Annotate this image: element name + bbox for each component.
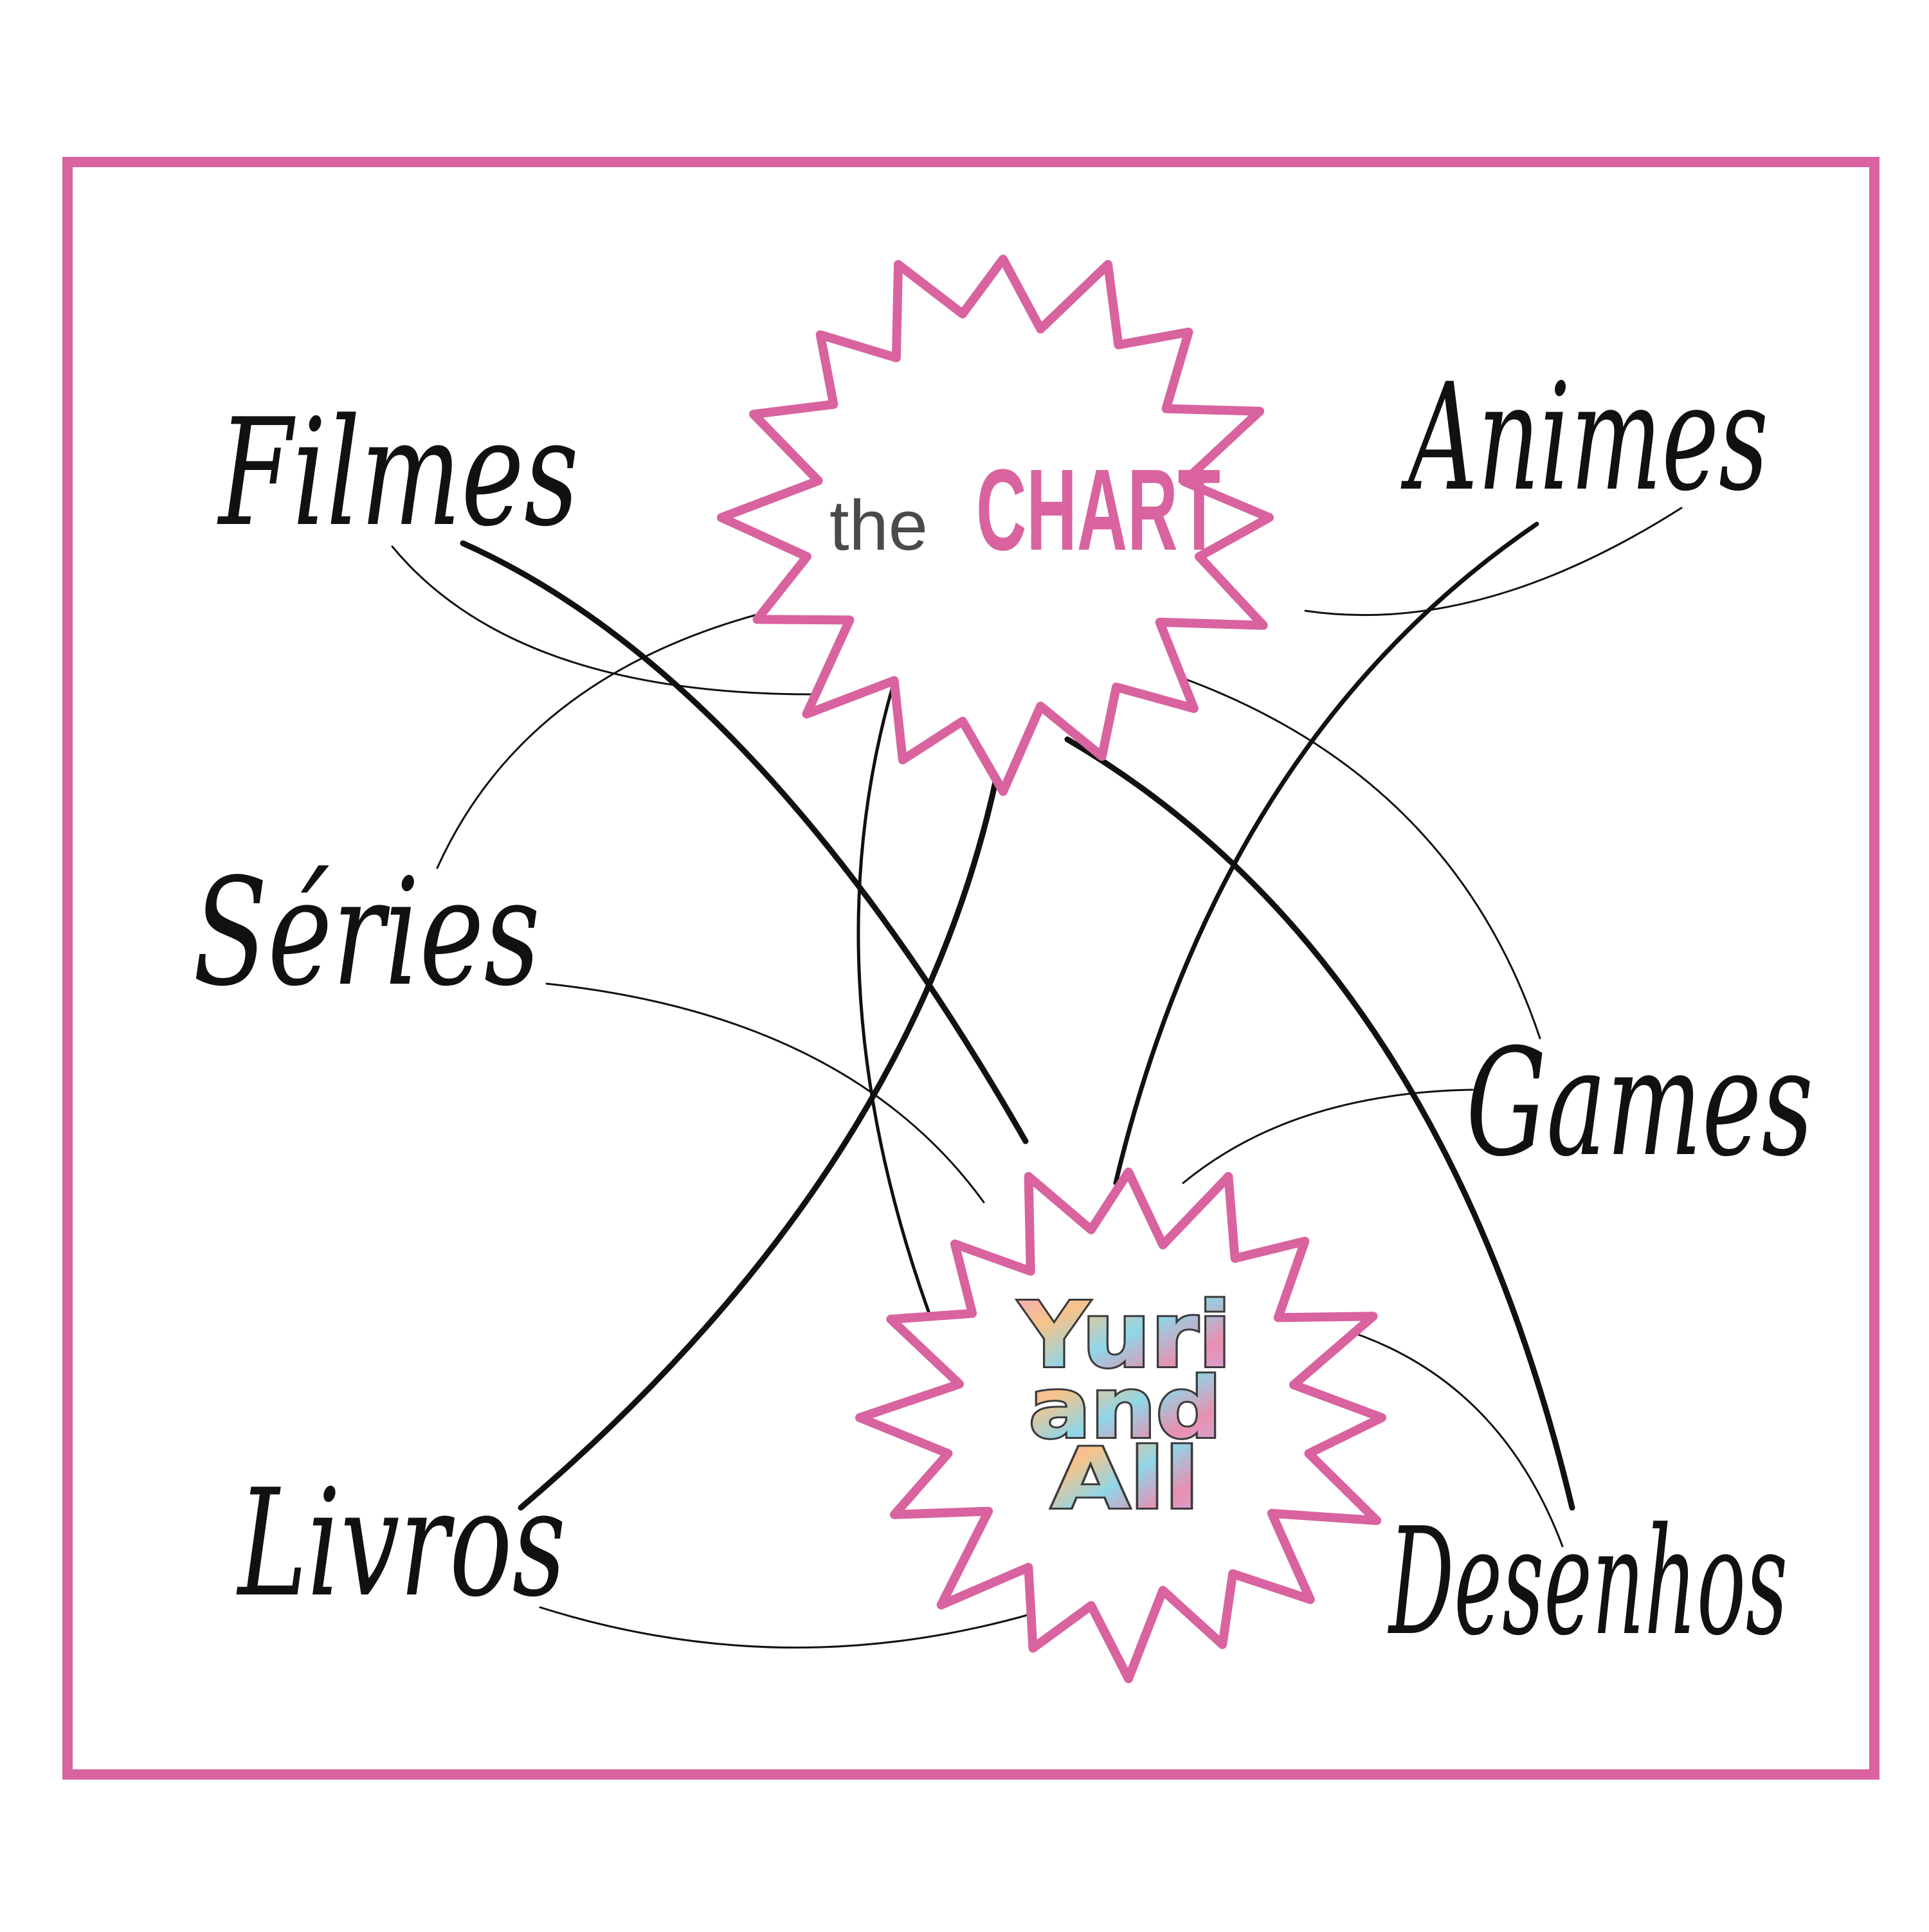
connector-series-yuri bbox=[545, 982, 985, 1204]
yuri-and-all-logo: Yuri and All bbox=[1016, 1281, 1233, 1530]
connector-chart-yuri-left bbox=[856, 670, 937, 1333]
chart-hub: the CHART bbox=[717, 255, 1274, 796]
chart-hub-title: CHART bbox=[976, 446, 1220, 575]
node-filmes: Filmes bbox=[217, 388, 579, 559]
connector-series-chart bbox=[436, 606, 786, 869]
connector-filmes-chart bbox=[391, 545, 815, 696]
node-livros: Livros bbox=[236, 1458, 566, 1630]
outer-frame bbox=[62, 157, 1879, 1780]
connector-animes-yuri bbox=[1113, 521, 1539, 1186]
connector-desenhos-yuri bbox=[1336, 1326, 1564, 1548]
logo-line-1: Yuri bbox=[1018, 1283, 1231, 1388]
connector-filmes-yuri bbox=[460, 540, 1029, 1144]
connectors bbox=[391, 507, 1683, 1649]
logo-line-3: All bbox=[1051, 1430, 1199, 1528]
connector-chart-games bbox=[1182, 677, 1541, 1040]
connector-livros-yuri bbox=[539, 1606, 1033, 1649]
node-series: Séries bbox=[193, 847, 540, 1019]
chart-hub-prefix: the bbox=[829, 486, 928, 565]
node-animes: Animes bbox=[1400, 352, 1768, 524]
connector-games-yuri bbox=[1182, 1088, 1474, 1184]
connector-chart-desenhos bbox=[1064, 736, 1575, 1511]
connector-animes-chart bbox=[1304, 507, 1683, 617]
logo-line-2: and bbox=[1029, 1359, 1222, 1457]
node-desenhos: Desenhos bbox=[1388, 1497, 1788, 1668]
yuri-hub-burst bbox=[855, 1168, 1386, 1683]
node-games: Games bbox=[1466, 1018, 1813, 1189]
yuri-hub: Yuri and All bbox=[855, 1168, 1386, 1683]
connector-chart-livros bbox=[518, 730, 1008, 1511]
chart-hub-burst bbox=[717, 255, 1274, 796]
